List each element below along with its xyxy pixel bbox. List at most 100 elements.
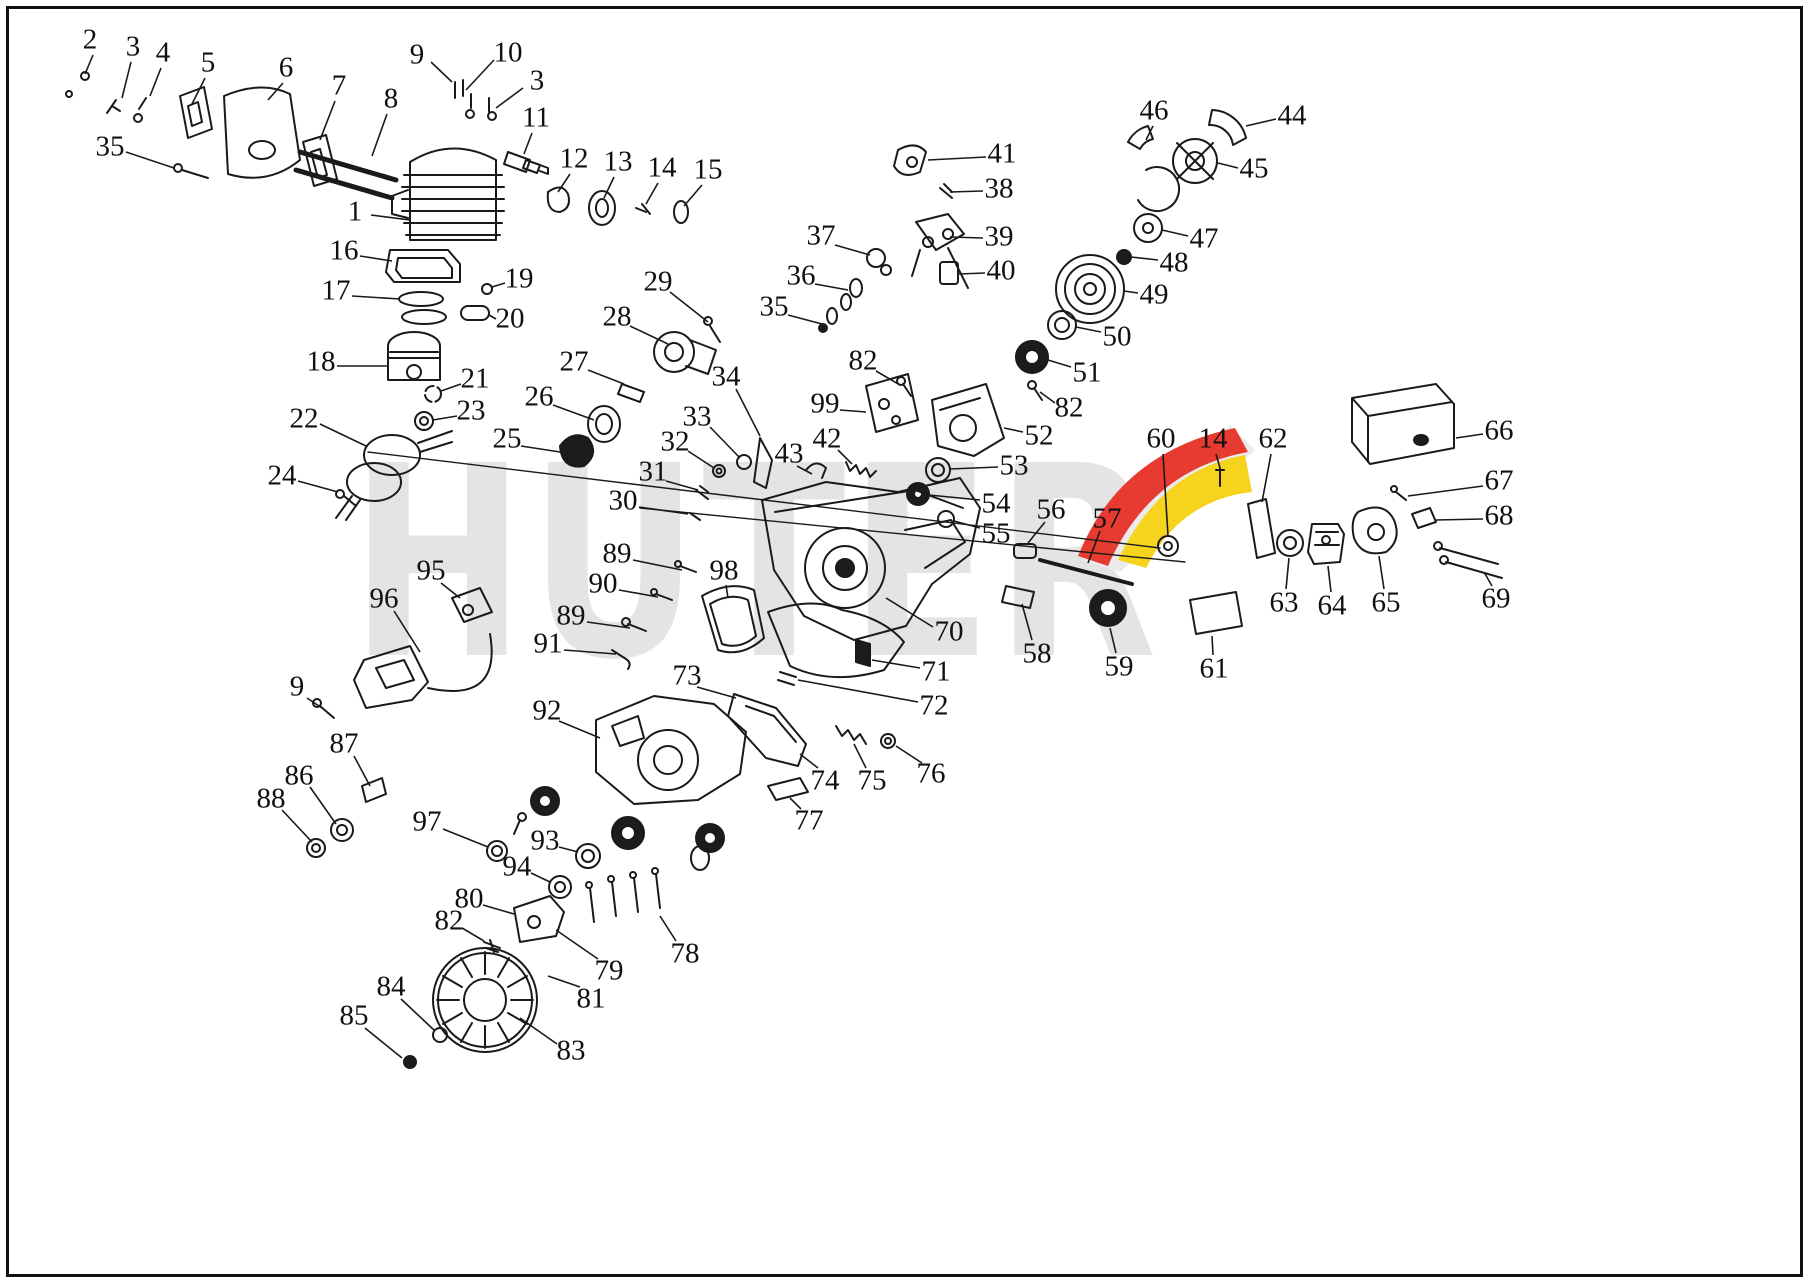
leader-line-83 <box>519 1017 558 1045</box>
screw-head <box>607 875 615 883</box>
swoosh-yellow-shape <box>1118 455 1252 568</box>
leader-line-53 <box>949 466 999 470</box>
bracket-hole <box>462 604 474 616</box>
part-callout-98: 98 <box>709 554 739 587</box>
bracket-part <box>767 777 809 801</box>
leader-line-92 <box>558 720 601 739</box>
leader-line-8 <box>371 113 388 157</box>
stud-head <box>650 588 658 596</box>
part-callout-70: 70 <box>934 615 964 648</box>
leader-line-90 <box>618 589 659 598</box>
ring-part <box>587 405 621 443</box>
part-callout-35: 35 <box>759 290 789 323</box>
part-callout-97: 97 <box>412 805 442 838</box>
leader-line-65 <box>1378 555 1385 590</box>
leader-line-24 <box>297 480 339 493</box>
washer-inner <box>581 849 595 863</box>
washer-inner <box>1142 222 1154 234</box>
stud-head <box>621 617 631 627</box>
washer-part <box>575 843 601 869</box>
nut-part <box>880 733 896 749</box>
leader-line-48 <box>1130 256 1159 261</box>
leader-line-39 <box>949 236 984 239</box>
stud-head <box>674 560 682 568</box>
ring-inner <box>595 413 613 435</box>
circlip-part <box>424 385 442 403</box>
leader-lines <box>84 54 1493 1059</box>
part-callout-14: 14 <box>647 151 677 184</box>
grommet-part <box>880 264 892 276</box>
part-callout-89: 89 <box>602 537 632 570</box>
washer-part <box>65 90 73 98</box>
screw-head <box>651 867 659 875</box>
muffler-hole <box>248 140 276 160</box>
starter-cross-part <box>1176 142 1214 180</box>
part-callout-84: 84 <box>376 970 406 1003</box>
leader-line-68 <box>1435 518 1484 521</box>
parts-lineart <box>65 71 1503 1069</box>
leader-line-9 <box>430 61 453 83</box>
part-callout-64: 64 <box>1317 589 1347 622</box>
washer-part <box>1133 213 1163 243</box>
part-callout-15: 15 <box>693 153 723 186</box>
bracket-part <box>451 587 493 623</box>
part-callout-79: 79 <box>594 954 624 987</box>
part-callout-32: 32 <box>660 425 690 458</box>
leader-line-41 <box>927 156 987 161</box>
ring-inner <box>336 824 348 836</box>
leader-line-58 <box>1021 603 1033 641</box>
screw-part <box>939 183 953 199</box>
leader-line-56 <box>1027 521 1046 544</box>
starter-rim <box>1172 138 1218 184</box>
bearing-inner <box>538 794 552 808</box>
part-callout-74: 74 <box>810 764 840 797</box>
crankcase-half-part <box>595 695 747 805</box>
clip-part <box>1411 507 1437 529</box>
part-callout-82: 82 <box>848 344 878 377</box>
leader-line-10 <box>465 59 495 91</box>
leader-line-91 <box>563 649 617 655</box>
leader-line-9 <box>306 697 323 709</box>
leader-line-14 <box>1215 453 1221 469</box>
screw-head <box>629 871 637 879</box>
leader-line-62 <box>1261 453 1272 503</box>
exhaust-port <box>391 189 409 219</box>
leader-line-33 <box>709 426 741 459</box>
leader-line-76 <box>895 745 923 764</box>
stud-part <box>655 593 673 601</box>
crankcase-lug <box>904 519 966 569</box>
leader-line-89 <box>632 559 683 571</box>
part-callout-2: 2 <box>82 23 98 56</box>
washer-part <box>486 840 508 862</box>
part-callout-7: 7 <box>331 69 347 102</box>
part-callout-53: 53 <box>999 449 1029 482</box>
leader-line-34 <box>735 388 761 437</box>
leader-line-75 <box>853 743 867 769</box>
part-callout-72: 72 <box>919 689 949 722</box>
screw-part <box>106 99 121 114</box>
pin-part <box>481 283 493 295</box>
part-callout-54: 54 <box>981 487 1011 520</box>
part-callout-60: 60 <box>1146 422 1176 455</box>
leader-line-72 <box>797 679 919 703</box>
part-callout-4: 4 <box>155 36 171 69</box>
brake-cover-part <box>931 383 1005 457</box>
leader-line-44 <box>1245 118 1277 127</box>
part-callout-58: 58 <box>1022 637 1052 670</box>
leader-line-6 <box>267 82 284 101</box>
piston-grooves <box>388 351 440 359</box>
leader-line-69 <box>1483 571 1493 587</box>
part-callout-14: 14 <box>1198 422 1228 455</box>
leader-line-81 <box>547 975 581 988</box>
part-callout-47: 47 <box>1189 222 1219 255</box>
leader-line-78 <box>659 915 677 942</box>
leader-line-25 <box>520 445 561 453</box>
leader-line-17 <box>351 295 401 300</box>
part-callout-5: 5 <box>200 46 216 79</box>
part-callout-16: 16 <box>329 234 359 267</box>
screw-head <box>335 489 345 499</box>
plate-part <box>611 715 645 747</box>
